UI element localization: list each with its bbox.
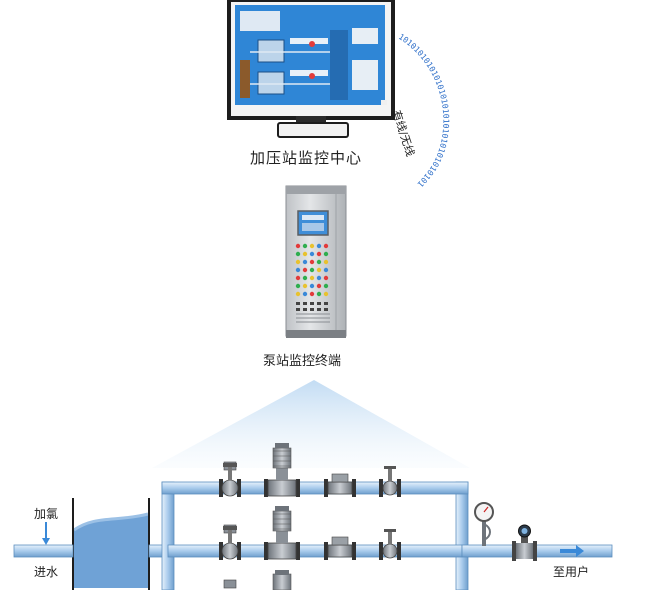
indicator-light — [323, 259, 329, 265]
monitor-center-caption: 加压站监控中心 — [250, 149, 363, 167]
vertical-pump — [264, 443, 300, 497]
check-valve — [324, 536, 356, 560]
cabinet-switch — [324, 302, 328, 305]
indicator-light — [316, 283, 322, 289]
vertical-pump — [272, 570, 292, 590]
cabinet-switch — [310, 302, 314, 305]
indicator-light — [323, 291, 329, 297]
indicator-light — [309, 251, 315, 257]
cabinet-switch — [310, 308, 314, 311]
gate-valve — [219, 463, 241, 497]
water-tank — [72, 498, 150, 590]
signal-beam — [152, 380, 470, 468]
indicator-light — [323, 243, 329, 249]
stop-valve — [379, 529, 401, 560]
indicator-light — [323, 267, 329, 273]
outlet-arrow — [560, 545, 584, 557]
indicator-light — [309, 291, 315, 297]
check-valve — [324, 473, 356, 497]
indicator-light — [309, 243, 315, 249]
to-user-label: 至用户 — [553, 565, 590, 579]
monitor — [227, 0, 395, 138]
cabinet-switch — [303, 308, 307, 311]
indicator-light — [295, 243, 301, 249]
cabinet-switch — [303, 302, 307, 305]
inlet-label: 进水 — [34, 565, 59, 579]
pipe-network — [148, 481, 613, 590]
pressure-gauge — [474, 502, 494, 546]
gate-valve — [219, 526, 241, 560]
indicator-light — [302, 251, 308, 257]
pressure-switch — [223, 579, 237, 589]
indicator-light — [323, 275, 329, 281]
cabinet-switch — [296, 308, 300, 311]
indicator-light — [316, 267, 322, 273]
cabinet-switch — [317, 302, 321, 305]
indicator-light — [316, 243, 322, 249]
indicator-light — [309, 283, 315, 289]
indicator-light — [302, 275, 308, 281]
indicator-light — [295, 259, 301, 265]
stop-valve — [379, 466, 401, 497]
pump-terminal-caption: 泵站监控终端 — [263, 354, 342, 369]
indicator-light — [316, 259, 322, 265]
cabinet-switch — [296, 302, 300, 305]
cabinet-switch — [317, 308, 321, 311]
indicator-light — [316, 251, 322, 257]
indicator-light — [295, 283, 301, 289]
indicator-light — [323, 283, 329, 289]
indicator-light — [295, 267, 301, 273]
indicator-light — [309, 267, 315, 273]
indicator-light — [302, 291, 308, 297]
indicator-light — [295, 251, 301, 257]
indicator-light — [323, 251, 329, 257]
indicator-light — [302, 283, 308, 289]
indicator-light — [295, 291, 301, 297]
chlorine-arrow — [42, 522, 50, 545]
inlet-pipe — [13, 544, 74, 558]
indicator-light — [302, 259, 308, 265]
indicator-light — [302, 243, 308, 249]
indicator-light — [295, 275, 301, 281]
indicator-light — [302, 267, 308, 273]
chlorine-label: 加氯 — [34, 507, 59, 521]
flow-meter — [512, 524, 537, 561]
vertical-pump — [264, 506, 300, 560]
control-cabinet — [285, 185, 347, 338]
indicator-light — [309, 275, 315, 281]
indicator-light — [316, 275, 322, 281]
cabinet-switch — [324, 308, 328, 311]
indicator-light — [316, 291, 322, 297]
indicator-light — [309, 259, 315, 265]
